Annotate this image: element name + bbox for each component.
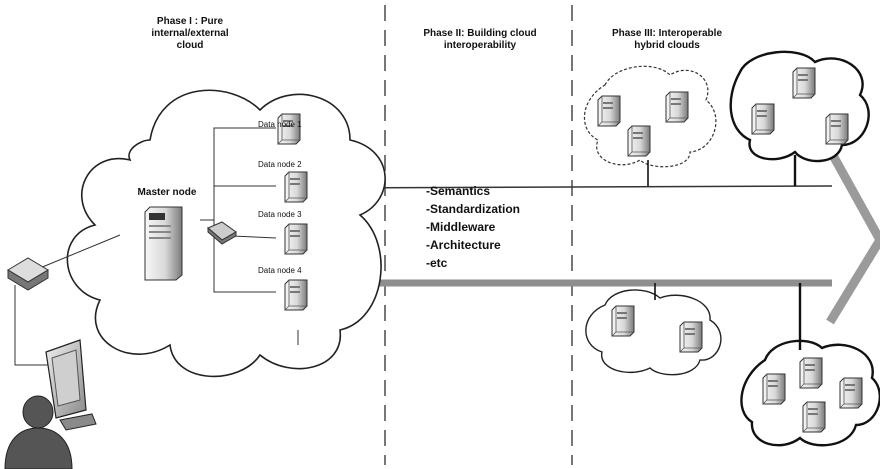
data-node-3-label: Data node 3 <box>258 210 302 219</box>
router-icon <box>7 257 49 291</box>
feature-item: -etc <box>426 256 448 270</box>
feature-item: -Architecture <box>426 238 501 252</box>
bottom-left-cloud-server-1-icon <box>611 305 635 337</box>
interoperability-features: -Semantics -Standardization -Middleware … <box>426 182 520 272</box>
data-node-2-label: Data node 2 <box>258 160 302 169</box>
network-switch-icon <box>207 221 237 245</box>
bottom-cloud-server-1-icon <box>762 373 786 405</box>
bottom-cloud-server-4-icon <box>802 401 826 433</box>
data-node-1-label: Data node 1 <box>258 120 302 129</box>
data-node-1-server-icon <box>277 113 301 145</box>
data-node-2-server-icon <box>284 171 308 203</box>
phase-3-title: Phase III: Interoperable hybrid clouds <box>611 28 723 51</box>
feature-item: -Standardization <box>426 202 521 216</box>
top-cloud-server-2-icon <box>792 67 816 99</box>
cluster-wiring <box>14 127 277 366</box>
top-cloud-server-1-icon <box>751 103 775 135</box>
data-node-4-label: Data node 4 <box>258 266 302 275</box>
master-node-server-icon <box>144 206 183 281</box>
dashed-cloud-server-2-icon <box>665 91 689 123</box>
data-node-4-server-icon <box>284 279 308 311</box>
dashed-cloud-server-1-icon <box>597 95 621 127</box>
phase-1-title: Phase I : Pure internal/external cloud <box>151 16 229 51</box>
dashed-cloud <box>584 65 717 168</box>
feature-item: -Middleware <box>426 220 496 234</box>
feature-item: -Semantics <box>426 184 491 198</box>
top-cloud-server-3-icon <box>825 113 849 145</box>
bottom-cloud-server-3-icon <box>839 377 863 409</box>
master-node-label: Master node <box>137 187 197 198</box>
user-icon <box>4 395 73 469</box>
dashed-cloud-server-3-icon <box>627 125 651 157</box>
bottom-left-cloud-server-2-icon <box>679 321 703 353</box>
phase-2-title: Phase II: Building cloud interoperabilit… <box>423 28 537 51</box>
bottom-cloud-server-2-icon <box>799 357 823 389</box>
evolution-arrow <box>329 147 880 325</box>
data-node-3-server-icon <box>284 223 308 255</box>
public-cloud-bottom <box>740 339 880 447</box>
monitor-icon <box>45 339 97 431</box>
